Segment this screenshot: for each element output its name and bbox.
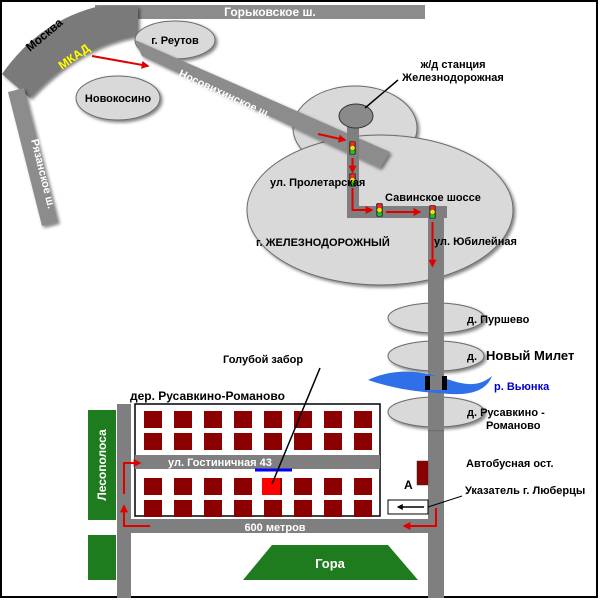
house (354, 411, 372, 428)
house (174, 411, 192, 428)
label-yubileynaya: ул. Юбилейная (434, 236, 517, 248)
house (354, 478, 372, 495)
label-rusavkino-village: дер. Русавкино-Романово (130, 389, 285, 403)
hill-gora (243, 545, 418, 580)
road-yubileynaya-overlay (428, 300, 444, 430)
house (144, 478, 162, 495)
house (324, 433, 342, 450)
house (234, 500, 252, 517)
road-left (117, 404, 131, 598)
label-proletarskaya: ул. Пролетарская (270, 177, 365, 189)
label-novy-milet-prefix: д. (467, 351, 477, 363)
forest-belt-lower (88, 535, 116, 580)
pointer-leader (427, 495, 463, 508)
house (204, 478, 222, 495)
area-novokosino (75, 75, 161, 121)
label-reutov: г. Реутов (151, 35, 199, 47)
house (294, 411, 312, 428)
house (174, 433, 192, 450)
label-pointer-lyubertsy: Указатель г. Люберцы (465, 485, 585, 497)
house (264, 500, 282, 517)
house (204, 500, 222, 517)
target-house (262, 478, 280, 495)
house (264, 411, 282, 428)
house (264, 433, 282, 450)
house (174, 478, 192, 495)
house (294, 500, 312, 517)
house (354, 433, 372, 450)
road-gorkovskoe (95, 5, 425, 19)
traffic-light (349, 173, 356, 187)
forest-belt (88, 410, 116, 520)
house (234, 433, 252, 450)
house (144, 433, 162, 450)
house (234, 478, 252, 495)
house (204, 411, 222, 428)
label-blue-fence: Голубой забор (223, 354, 303, 366)
label-pointer-letter: А (404, 478, 413, 492)
traffic-light (376, 203, 383, 217)
bus-stop (416, 460, 429, 486)
blue-fence-pointer (271, 367, 321, 485)
house (324, 478, 342, 495)
house (174, 500, 192, 517)
label-distance: 600 метров (244, 522, 305, 534)
label-purshevo: д. Пуршево (467, 314, 530, 326)
house (144, 500, 162, 517)
road-mkad (2, 6, 138, 98)
label-vyunka: р. Вьюнка (494, 381, 550, 393)
label-novy-milet: Новый Милет (486, 348, 574, 363)
label-savinskoe: Савинское шоссе (385, 192, 481, 204)
traffic-light (349, 141, 356, 155)
label-gora: Гора (315, 556, 346, 571)
house (324, 411, 342, 428)
house (204, 433, 222, 450)
house (144, 411, 162, 428)
house (324, 500, 342, 517)
label-bus-stop: Автобусная ост. (466, 458, 554, 470)
label-novokosino: Новокосино (85, 93, 151, 105)
station-marker (338, 103, 374, 129)
label-lesopolosa: Лесополоса (95, 429, 109, 501)
house (294, 433, 312, 450)
house (294, 478, 312, 495)
house (234, 411, 252, 428)
house (354, 500, 372, 517)
label-rusavkino-right: д. Русавкино -Романово (467, 407, 545, 432)
station-pointer (364, 79, 399, 109)
road-gostinichnaya (135, 455, 380, 469)
bridge-deck (430, 376, 442, 390)
label-gostinichnaya: ул. Гостиничная 43 (168, 457, 272, 469)
road-bottom (117, 519, 444, 533)
traffic-light (429, 205, 436, 219)
houses (144, 411, 372, 517)
label-zheleznodorozhny: г. ЖЕЛЕЗНОДОРОЖНЫЙ (256, 236, 390, 249)
route (91, 55, 437, 530)
label-gorkovskoe: Горьковское ш. (224, 5, 316, 19)
road-ryazanskoe (8, 88, 58, 226)
